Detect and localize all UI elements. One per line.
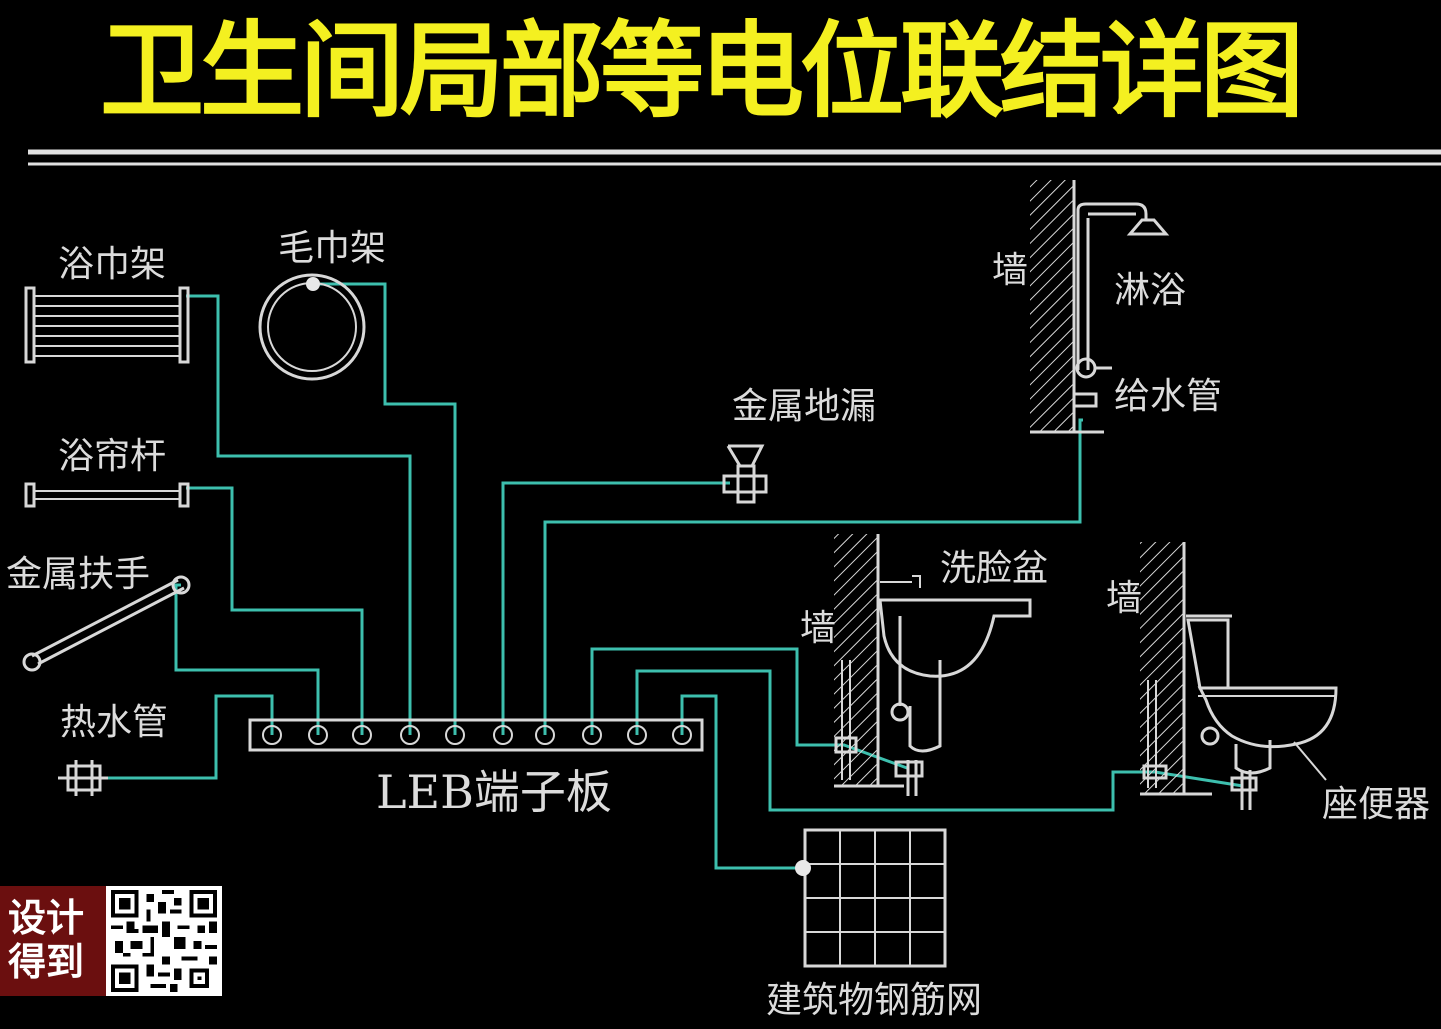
- page-title: 卫生间局部等电位联结详图: [100, 10, 1304, 132]
- qr-code: [111, 890, 217, 992]
- hot-water-pipe-label: 热水管: [60, 702, 168, 743]
- towel-ring-symbol: [258, 273, 366, 381]
- toilet-label: 座便器: [1322, 784, 1430, 825]
- title-underline: [28, 149, 1441, 166]
- washbasin-label: 洗脸盆: [940, 548, 1048, 589]
- hot-water-pipe-symbol: [58, 760, 108, 796]
- toilet-symbol: [1142, 614, 1338, 810]
- watermark-logo: 设计 得到: [0, 886, 106, 996]
- toilet-wall-label: 墙: [1106, 578, 1142, 619]
- shower-label: 淋浴: [1114, 270, 1186, 311]
- bath-towel-rack-label: 浴巾架: [58, 244, 166, 285]
- shower-wall: [1030, 180, 1104, 434]
- shower-symbol: [1072, 202, 1170, 408]
- shower-wall-label: 墙: [992, 250, 1028, 291]
- basin-wall-label: 墙: [800, 608, 836, 649]
- watermark-line1: 设计: [8, 896, 85, 940]
- water-supply-pipe-label: 给水管: [1114, 376, 1222, 417]
- curtain-rod-label: 浴帘杆: [58, 436, 166, 477]
- leb-board-label: LEB端子板: [376, 765, 612, 819]
- watermark-line2: 得到: [8, 940, 85, 984]
- handrail-label: 金属扶手: [6, 554, 150, 595]
- handrail-symbol: [22, 575, 191, 672]
- floor-drain-symbol: [722, 444, 768, 504]
- toilet-wall: [1140, 542, 1212, 796]
- bath-towel-rack-symbol: [24, 286, 190, 364]
- rebar-mesh-symbol: [795, 828, 947, 968]
- watermark-badge: 设计 得到: [0, 886, 222, 996]
- curtain-rod-symbol: [24, 482, 190, 508]
- towel-ring-label: 毛巾架: [278, 228, 386, 269]
- leb-terminal-board: [248, 718, 704, 752]
- washbasin-symbol: [834, 575, 1032, 796]
- rebar-mesh-label: 建筑物钢筋网: [766, 980, 982, 1021]
- floor-drain-label: 金属地漏: [732, 386, 876, 427]
